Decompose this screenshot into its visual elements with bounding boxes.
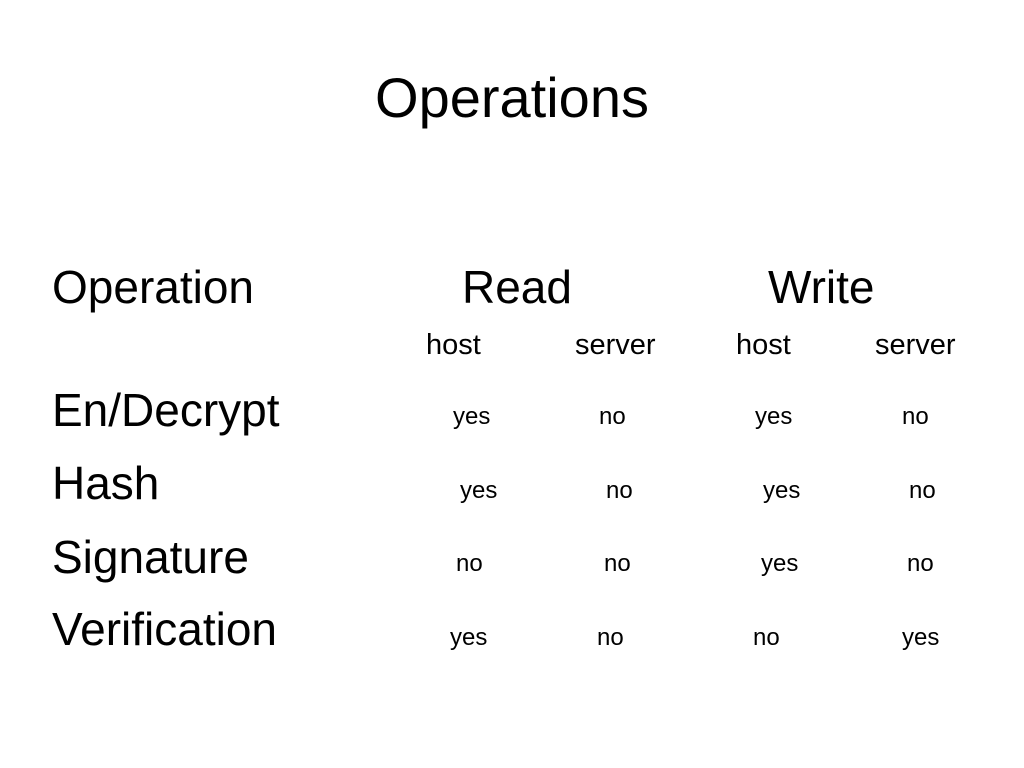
subheader-read-host: host <box>426 329 481 361</box>
row-label: Verification <box>52 603 278 655</box>
cell-read-host: yes <box>450 624 488 651</box>
cell-write-host: yes <box>763 477 801 504</box>
cell-read-server: no <box>599 403 626 430</box>
cell-write-server: no <box>907 550 934 577</box>
row-label: En/Decrypt <box>52 384 280 436</box>
row-label: Signature <box>52 531 249 583</box>
cell-read-server: no <box>606 477 633 504</box>
header-write: Write <box>768 261 875 313</box>
cell-read-server: no <box>597 624 624 651</box>
cell-write-host: yes <box>761 550 799 577</box>
cell-write-server: no <box>902 403 929 430</box>
header-operation: Operation <box>52 261 255 313</box>
cell-read-host: no <box>456 550 483 577</box>
cell-write-server: yes <box>902 624 940 651</box>
subheader-write-host: host <box>736 329 791 361</box>
row-label: Hash <box>52 457 160 509</box>
cell-write-host: no <box>753 624 780 651</box>
cell-read-host: yes <box>460 477 498 504</box>
cell-write-host: yes <box>755 403 793 430</box>
cell-read-server: no <box>604 550 631 577</box>
slide-title: Operations <box>375 66 649 129</box>
header-read: Read <box>462 261 572 313</box>
subheader-write-server: server <box>875 329 956 361</box>
cell-read-host: yes <box>453 403 491 430</box>
cell-write-server: no <box>909 477 936 504</box>
subheader-read-server: server <box>575 329 656 361</box>
